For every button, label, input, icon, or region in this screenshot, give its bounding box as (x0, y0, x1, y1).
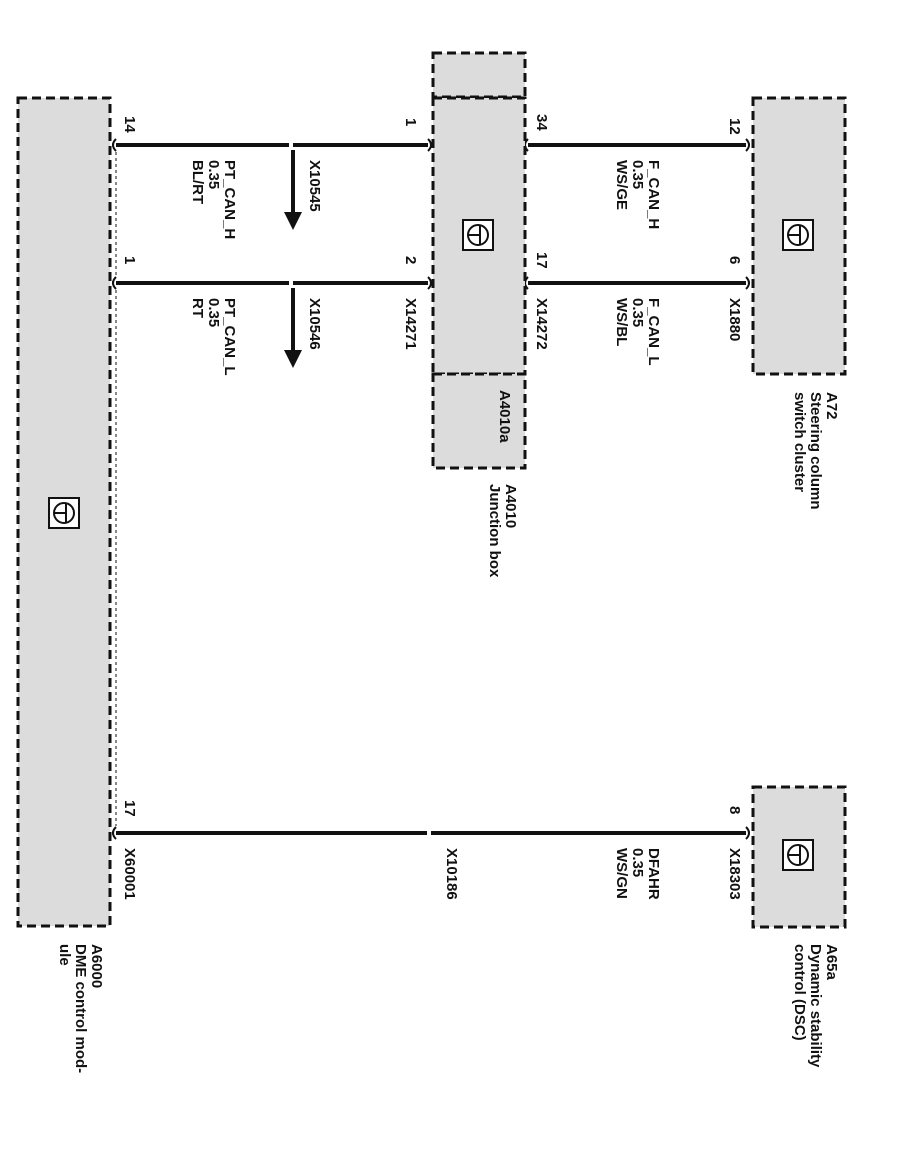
arrow-down-icon (284, 212, 302, 230)
wire-label-f-can-l: F_CAN_L 0.35 WS/BL (613, 298, 662, 366)
wire-breaks (289, 141, 431, 837)
component-id: A72 (823, 392, 840, 420)
wire-signal: DFAHR (645, 848, 662, 900)
component-label-a65a: A65a Dynamic stability control (DSC) (791, 944, 840, 1068)
terminals (112, 138, 750, 840)
connector-x14272: X14272 (533, 298, 550, 350)
terminal-hook (745, 276, 750, 290)
component-name: Junction box (486, 484, 503, 578)
wire-gauge: 0.35 (629, 848, 646, 877)
splice-x10186 (427, 829, 431, 837)
component-name: control (DSC) (791, 944, 808, 1041)
wire-signal: F_CAN_H (645, 160, 662, 229)
ground-symbol-icon (782, 839, 814, 871)
component-name: DME control mod- (72, 944, 89, 1073)
ground-symbol-icon (782, 219, 814, 251)
connector-x18303: X18303 (726, 848, 743, 900)
wire-gauge: 0.35 (629, 298, 646, 327)
terminal-hook (112, 826, 117, 840)
wire-signal: PT_CAN_H (221, 160, 238, 239)
terminal-hook (427, 138, 432, 152)
pin-jb-17: 17 (533, 252, 550, 269)
pin-jb-34: 34 (533, 114, 550, 131)
connector-x10546: X10546 (306, 298, 323, 350)
pin-dme-1: 1 (121, 256, 138, 264)
terminal-hook (112, 138, 117, 152)
component-label-a4010: A4010 Junction box (486, 484, 519, 578)
wire-label-f-can-h: F_CAN_H 0.35 WS/GE (613, 160, 662, 229)
wire-label-pt-can-h: PT_CAN_H 0.35 BL/RT (189, 160, 238, 239)
pin-a72-6: 6 (726, 256, 743, 264)
splice-x10545 (289, 141, 293, 149)
wire-gauge: 0.35 (205, 160, 222, 189)
pin-dme-17: 17 (121, 800, 138, 817)
pin-numbers: 12 6 34 17 1 2 14 1 8 17 (121, 114, 743, 817)
pin-a72-12: 12 (726, 118, 743, 135)
component-name: Steering column (807, 392, 824, 510)
terminal-hook (427, 276, 432, 290)
connector-x14271: X14271 (402, 298, 419, 350)
wire-color: RT (189, 298, 206, 318)
wires (116, 143, 746, 835)
wire-color: WS/BL (613, 298, 630, 346)
component-label-a6000: A6000 DME control mod- ule (56, 944, 105, 1073)
wire-color: WS/GN (613, 848, 630, 899)
terminal-hook (745, 826, 750, 840)
component-boxes (16, 51, 847, 929)
ground-symbol-icon (48, 497, 80, 529)
wire-color: WS/GE (613, 160, 630, 210)
terminal-hook (112, 276, 117, 290)
component-id: A4010 (502, 484, 519, 528)
component-id: A65a (823, 944, 840, 981)
connector-x1880: X1880 (726, 298, 743, 341)
component-name: ule (56, 944, 73, 966)
box-a4010-upper-stub (431, 51, 527, 99)
wire-label-dfahr: DFAHR 0.35 WS/GN (613, 848, 662, 900)
component-label-a4010a: A4010a (496, 390, 513, 443)
control-unit-icons (48, 219, 814, 871)
pin-dme-14: 14 (121, 116, 138, 133)
connector-x10186: X10186 (443, 848, 460, 900)
arrows (284, 150, 302, 368)
box-a65a-dsc[interactable] (751, 785, 847, 929)
wire-color: BL/RT (189, 160, 206, 204)
wire-label-pt-can-l: PT_CAN_L 0.35 RT (189, 298, 238, 376)
pin-jb-1: 1 (402, 118, 419, 126)
pin-jb-2: 2 (402, 256, 419, 264)
wire-signal: PT_CAN_L (221, 298, 238, 376)
pin-dsc-8: 8 (726, 806, 743, 814)
wire-gauge: 0.35 (205, 298, 222, 327)
arrow-down-icon (284, 350, 302, 368)
connector-x60001: X60001 (121, 848, 138, 900)
component-label-a72: A72 Steering column switch cluster (791, 392, 840, 510)
box-a4010a[interactable] (431, 372, 527, 470)
splice-x10546 (289, 279, 293, 287)
component-name: switch cluster (791, 392, 808, 492)
component-name: Dynamic stability (807, 944, 824, 1068)
terminal-hook (745, 138, 750, 152)
wire-signal: F_CAN_L (645, 298, 662, 366)
wire-gauge: 0.35 (629, 160, 646, 189)
connector-labels: X1880 X14272 X14271 X10545 X10546 X18303… (121, 160, 743, 900)
connector-x10545: X10545 (306, 160, 323, 212)
ground-symbol-icon (462, 219, 494, 251)
component-id: A6000 (88, 944, 105, 988)
